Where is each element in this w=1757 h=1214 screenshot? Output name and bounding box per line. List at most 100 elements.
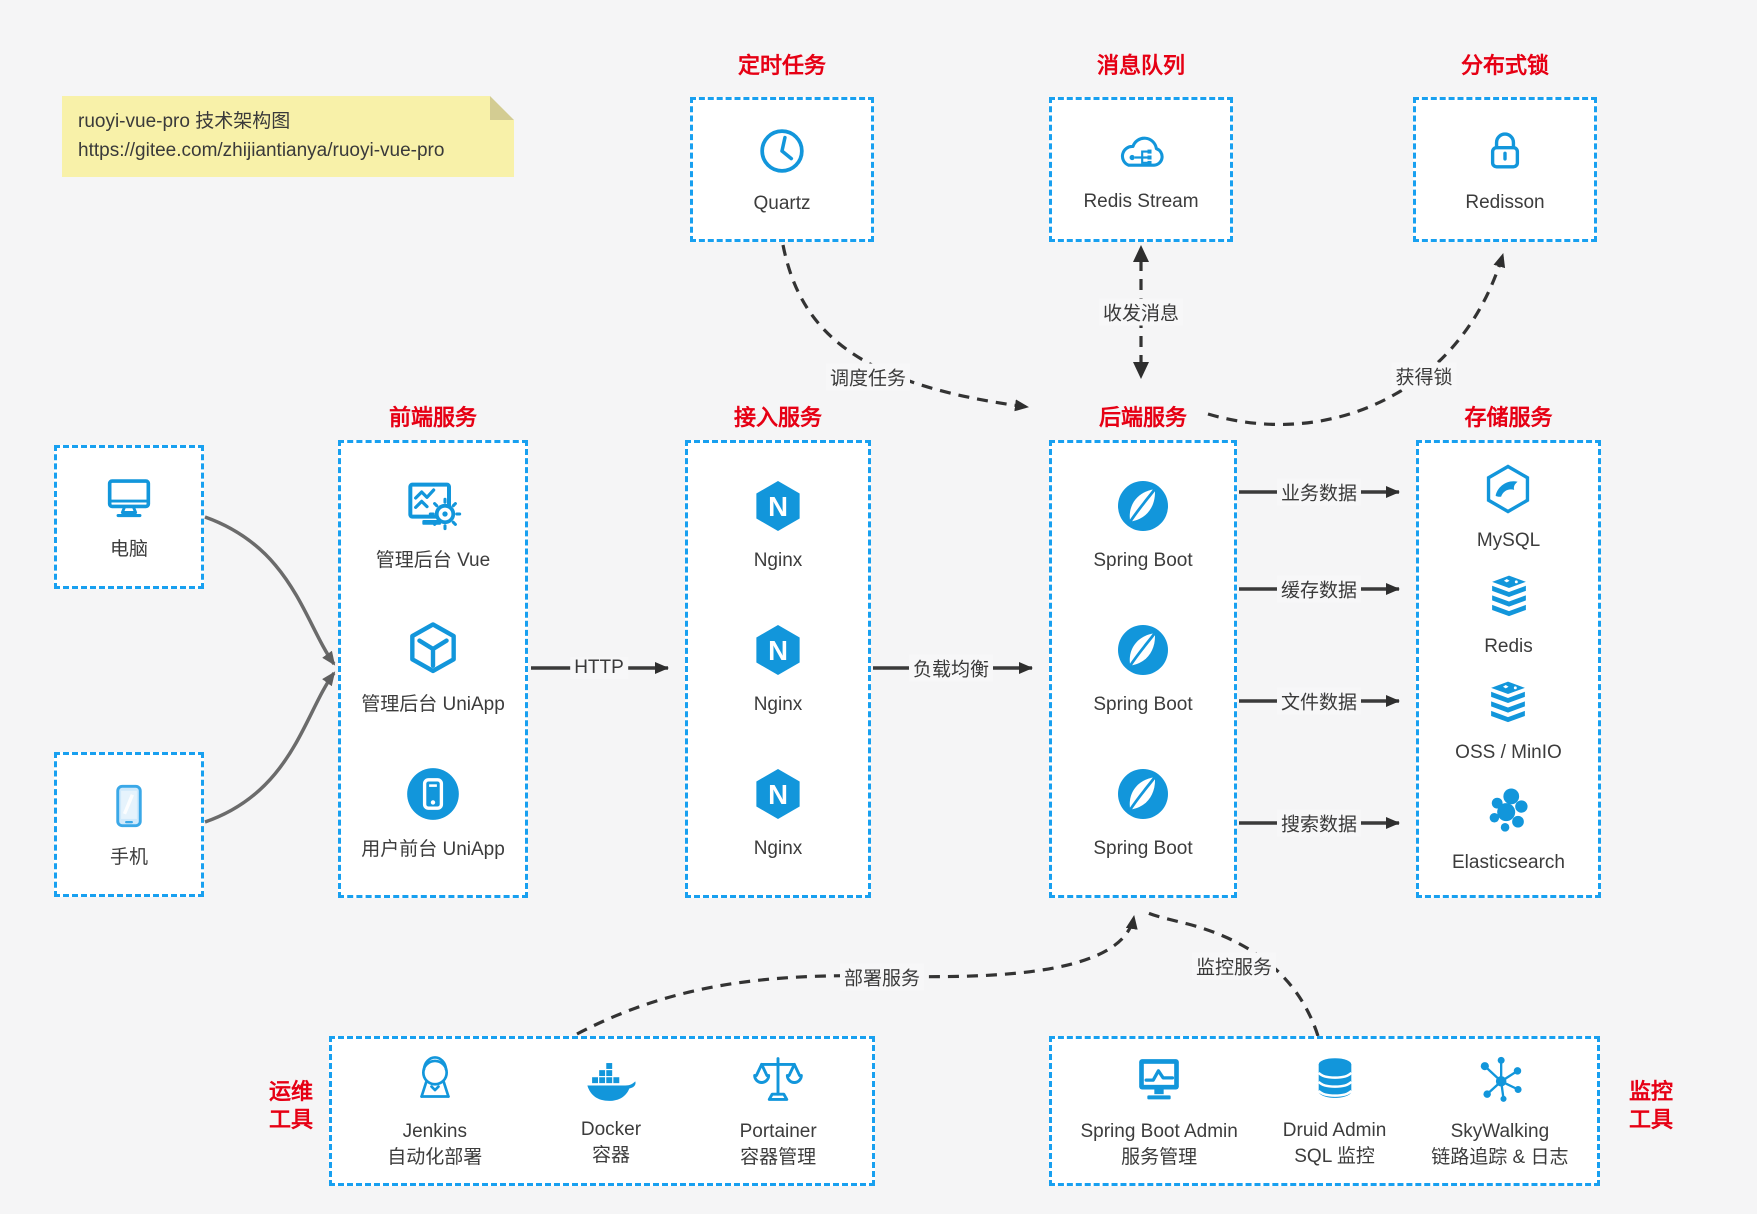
group-title-message-queue: 消息队列 [1096, 53, 1185, 78]
frontend-box: 管理后台 Vue 管理后台 UniApp 用户前台 UniApp [338, 440, 528, 898]
elasticsearch-icon [1482, 784, 1536, 843]
gateway-item-nginx-2: N Nginx [748, 620, 808, 718]
computer-box: 电脑 [54, 445, 204, 589]
phone-label: 手机 [109, 846, 148, 868]
gateway-item-nginx-1: N Nginx [748, 476, 808, 574]
arrow-schedule-task [781, 244, 1029, 412]
gateway-item-label: Nginx [753, 550, 803, 572]
quartz-label: Quartz [753, 192, 811, 214]
quartz-box: Quartz [690, 97, 874, 242]
gateway-box: N Nginx N Nginx N Nginx [685, 440, 871, 898]
monitoring-item-sub: 服务管理 [1121, 1147, 1198, 1168]
ops-item-label: Docker [580, 1119, 642, 1141]
oss-stack-icon [1481, 678, 1535, 733]
monitoring-item-text: Druid Admin SQL 监控 [1283, 1118, 1387, 1169]
ops-tools-box: Jenkins 自动化部署 Docker 容器 Portainer 容器管理 [329, 1036, 875, 1186]
monitoring-item-skywalking: SkyWalking 链路追踪 & 日志 [1431, 1051, 1568, 1170]
backend-item-springboot-2: Spring Boot [1093, 620, 1193, 718]
spring-icon [1113, 476, 1173, 541]
edge-label-deploy: 部署服务 [839, 963, 925, 991]
monitoring-item-text: SkyWalking 链路追踪 & 日志 [1431, 1119, 1568, 1170]
edge-label-lock: 获得锁 [1391, 362, 1457, 390]
storage-box: MySQL Redis OSS / MinIO Elasticsearch [1416, 440, 1601, 898]
side-title-line: 工具 [1628, 1106, 1673, 1132]
storage-item-label: Redis [1484, 636, 1533, 658]
cloud-network-icon [1112, 125, 1170, 182]
monitoring-item-label: Spring Boot Admin [1080, 1121, 1238, 1143]
storage-item-label: Elasticsearch [1452, 852, 1565, 874]
group-title-distributed-lock: 分布式锁 [1460, 53, 1549, 78]
ops-item-docker: Docker 容器 [581, 1053, 641, 1168]
nginx-icon: N [748, 764, 808, 829]
svg-text:N: N [768, 779, 788, 810]
arrow-computer-to-frontend [204, 515, 336, 666]
svg-text:N: N [768, 635, 788, 666]
phone-item: 手机 [102, 779, 156, 871]
backend-item-springboot-1: Spring Boot [1093, 476, 1193, 574]
ops-item-label: Jenkins [402, 1121, 467, 1143]
arrow-get-lock [1207, 253, 1506, 427]
edge-label-business-data: 业务数据 [1276, 478, 1362, 506]
edge-label-message: 收发消息 [1098, 298, 1184, 326]
uniapp-cube-icon [402, 618, 464, 685]
nginx-icon: N [748, 476, 808, 541]
frontend-item-user-uniapp: 用户前台 UniApp [361, 763, 505, 863]
column-title-gateway: 接入服务 [733, 405, 822, 430]
group-title-scheduled-task: 定时任务 [737, 53, 826, 78]
spring-icon [1113, 620, 1173, 685]
ops-item-sub: 容器管理 [740, 1147, 817, 1168]
backend-box: Spring Boot Spring Boot Spring Boot [1049, 440, 1237, 898]
storage-item-label: OSS / MinIO [1455, 742, 1562, 764]
edge-label-http: HTTP [570, 657, 628, 679]
phone-icon [102, 779, 156, 838]
redisson-label: Redisson [1465, 191, 1545, 213]
frontend-item-label: 管理后台 Vue [375, 549, 491, 571]
ops-item-sub: 容器 [591, 1145, 630, 1166]
storage-item-redis: Redis [1482, 572, 1536, 660]
nginx-icon: N [748, 620, 808, 685]
side-title-monitoring-tools: 监控 工具 [1622, 1078, 1680, 1133]
column-title-storage: 存储服务 [1464, 405, 1553, 430]
gateway-item-nginx-3: N Nginx [748, 764, 808, 862]
computer-icon [100, 471, 158, 530]
svg-text:N: N [768, 491, 788, 522]
frontend-item-label: 管理后台 UniApp [361, 694, 505, 716]
backend-item-label: Spring Boot [1093, 838, 1193, 860]
lock-icon [1478, 124, 1532, 183]
column-title-backend: 后端服务 [1098, 405, 1187, 430]
gateway-item-label: Nginx [753, 694, 803, 716]
edge-label-cache-data: 缓存数据 [1276, 575, 1362, 603]
ops-item-label: Portainer [739, 1121, 817, 1143]
frontend-item-label: 用户前台 UniApp [361, 838, 505, 860]
arrow-phone-to-frontend [204, 671, 336, 824]
redis-stream-box: Redis Stream [1049, 97, 1233, 242]
arrow-deploy-service [576, 915, 1138, 1036]
gateway-item-label: Nginx [753, 838, 803, 860]
user-uniapp-icon [402, 763, 464, 830]
arrow-message-up-head [1133, 245, 1149, 262]
arrow-message-down-head [1133, 362, 1149, 379]
storage-item-elasticsearch: Elasticsearch [1452, 784, 1565, 876]
edge-label-search-data: 搜索数据 [1276, 809, 1362, 837]
backend-item-label: Spring Boot [1093, 550, 1193, 572]
monitoring-item-text: Spring Boot Admin 服务管理 [1080, 1119, 1237, 1170]
frontend-item-admin-uniapp: 管理后台 UniApp [361, 618, 505, 718]
druid-icon [1308, 1052, 1362, 1111]
portainer-icon [750, 1051, 806, 1112]
ops-item-jenkins: Jenkins 自动化部署 [387, 1051, 482, 1170]
redis-stack-icon [1482, 572, 1536, 627]
computer-item: 电脑 [100, 471, 158, 563]
storage-item-oss-minio: OSS / MinIO [1455, 678, 1562, 766]
monitoring-item-sba: Spring Boot Admin 服务管理 [1080, 1051, 1238, 1170]
jenkins-icon [407, 1051, 463, 1112]
monitoring-item-label: SkyWalking [1450, 1121, 1550, 1143]
edge-label-schedule: 调度任务 [825, 363, 911, 391]
ops-item-portainer: Portainer 容器管理 [740, 1051, 817, 1170]
sticky-note: ruoyi-vue-pro 技术架构图 https://gitee.com/zh… [62, 96, 514, 177]
ops-item-text: Jenkins 自动化部署 [387, 1119, 482, 1170]
monitoring-item-sub: SQL 监控 [1294, 1146, 1375, 1167]
side-title-line: 工具 [268, 1106, 313, 1132]
clock-icon [754, 123, 810, 184]
ops-item-text: Docker 容器 [581, 1117, 641, 1168]
